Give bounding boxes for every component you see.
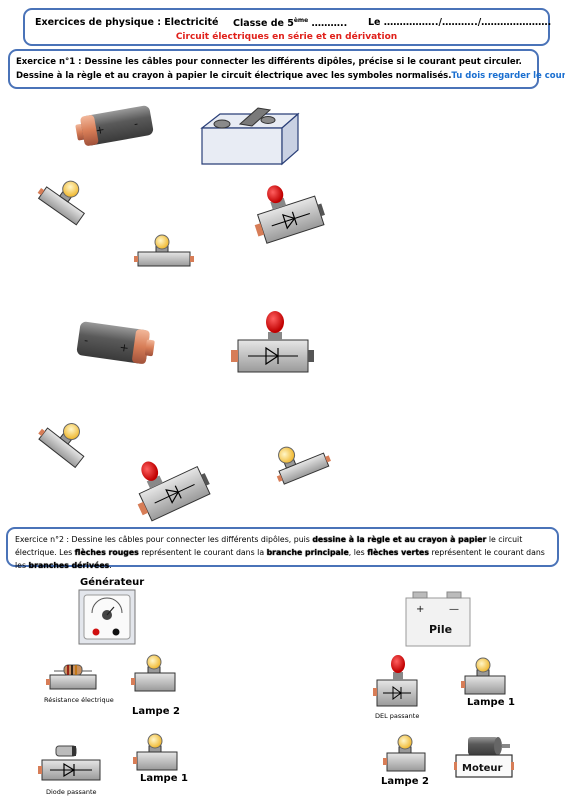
led-2 (231, 311, 314, 373)
led-3 (137, 461, 211, 522)
del-label: DEL passante (375, 712, 420, 720)
switch (200, 107, 300, 166)
lampe2-right-label: Lampe 2 (381, 776, 429, 787)
led-1 (254, 185, 325, 244)
motor: Moteur (454, 737, 514, 778)
battery-1: + - (75, 105, 154, 146)
moteur-label: Moteur (462, 763, 503, 774)
exercise1-line1: Exercice n°1 : Dessine les câbles pour c… (16, 57, 522, 67)
diode (38, 745, 101, 781)
battery-1-plus: + (94, 123, 105, 137)
battery-2-plus: + (119, 341, 130, 355)
generateur-label: Générateur (80, 577, 145, 588)
lamp-ex2-left-2 (131, 654, 176, 692)
worksheet-subtitle: Circuit électriques en série et en dériv… (175, 32, 398, 42)
exercise2-instructions: Exercice n°2 : Dessine les câbles pour c… (6, 527, 559, 570)
lamp-1 (37, 180, 86, 226)
lamp-4 (276, 446, 331, 485)
battery-1-minus: - (133, 117, 139, 130)
lamp-2 (134, 234, 194, 267)
generator (78, 589, 136, 645)
pile: + — Pile (405, 591, 471, 647)
pile-plus: + (416, 604, 424, 615)
lampe1-right-label: Lampe 1 (467, 697, 515, 708)
battery-2-minus: - (83, 334, 89, 347)
diode-label: Diode passante (46, 788, 97, 796)
lamp-ex2-right-2 (383, 734, 426, 772)
exercise2-text: Exercice n°2 : Dessine les câbles pour c… (15, 535, 545, 570)
pile-minus: — (449, 604, 459, 615)
pile-label: Pile (429, 623, 452, 636)
exercise1-course-note: Tu dois regarder le cours. (451, 71, 565, 81)
lamp-ex2-left-1 (133, 733, 178, 771)
lampe2-left-label: Lampe 2 (132, 706, 180, 717)
header-box: Exercices de physique : Electricité Clas… (23, 8, 552, 46)
exercise1-line2: Dessine à la règle et au crayon à papier… (16, 71, 565, 81)
resistor (46, 664, 97, 690)
lamp-3 (38, 423, 85, 469)
lamp-ex2-right-1 (461, 657, 506, 695)
resistance-label: Résistance électrique (44, 696, 114, 704)
led-ex2 (373, 655, 418, 707)
date-field: Le ……………../………../…………………. (368, 17, 552, 28)
battery-2: - + (76, 321, 155, 364)
worksheet-title: Exercices de physique : Electricité (35, 17, 219, 28)
lampe1-left-label: Lampe 1 (140, 773, 188, 784)
class-field: Classe de 5ème ……….. (233, 17, 348, 30)
exercise1-instructions: Exercice n°1 : Dessine les câbles pour c… (8, 49, 565, 89)
